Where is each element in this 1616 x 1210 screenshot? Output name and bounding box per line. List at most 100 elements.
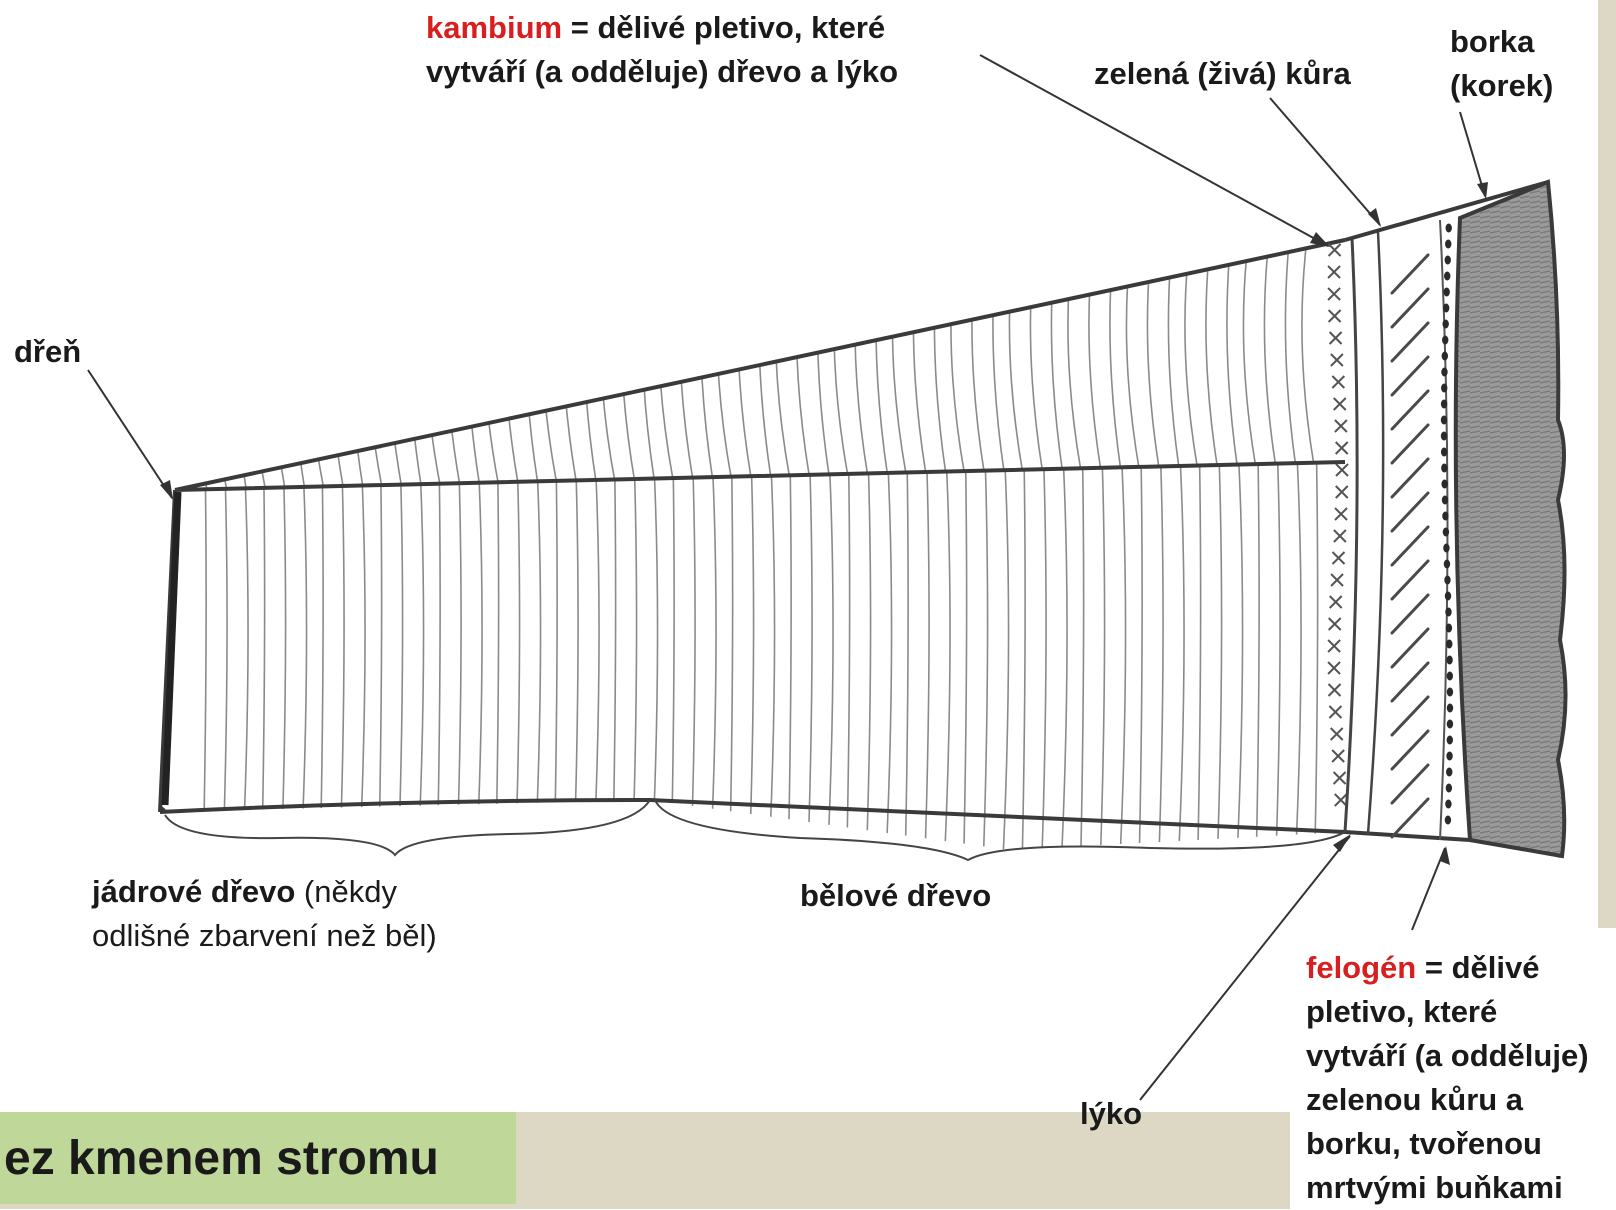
ring-line-lower (905, 455, 908, 870)
ring-line-lower (1022, 455, 1025, 870)
ring-line-lower (203, 455, 206, 870)
ring-line-lower (613, 455, 616, 870)
phellogen-dot (1446, 224, 1452, 233)
ring-line-lower (1295, 455, 1301, 870)
phellogen-dot (1445, 240, 1451, 249)
ring-line-upper (408, 180, 424, 500)
ring-line-upper (1009, 180, 1028, 500)
phellogen-dot (1447, 672, 1453, 681)
phellogen-dot (1446, 768, 1452, 777)
cortex-hatch-line (1392, 731, 1428, 769)
ring-line-upper (211, 180, 228, 500)
phellogen-dot (1441, 448, 1447, 457)
ring-line-upper (1126, 180, 1145, 500)
label-lyko: lýko (1080, 1092, 1142, 1136)
phellogen-dot (1443, 544, 1449, 553)
ring-line-lower (1139, 455, 1142, 870)
ring-line-lower (1217, 455, 1222, 870)
ring-line-lower (1159, 455, 1164, 870)
ring-line-lower (866, 455, 871, 870)
phellogen-dot (1447, 688, 1453, 697)
ring-line-lower (1256, 455, 1259, 870)
ring-line-lower (925, 455, 930, 870)
phellogen-dot (1441, 432, 1447, 441)
cortex-hatch-line (1392, 357, 1428, 395)
phellogen-dot (1442, 512, 1448, 521)
ring-line-upper (1110, 180, 1126, 500)
cambium-mark (1331, 354, 1343, 366)
arrowhead-borka (1477, 182, 1488, 199)
cambium-mark (1336, 486, 1348, 498)
ring-line-upper (658, 180, 677, 500)
ring-line-upper (600, 180, 619, 500)
ring-line-upper (1302, 180, 1321, 500)
phellogen-dot (1441, 464, 1447, 473)
cambium-mark (1329, 618, 1341, 630)
ring-line-upper (951, 180, 970, 500)
ring-line-lower (1276, 455, 1281, 870)
label-kambium: kambium = dělivé pletivo, které vytváří … (426, 6, 898, 94)
ring-line-upper (504, 180, 521, 500)
cortex-hatch-line (1392, 391, 1428, 429)
ring-line-upper (972, 180, 989, 500)
phellogen-dot (1446, 752, 1452, 761)
ring-line-lower (418, 455, 424, 870)
cambium-mark (1328, 684, 1340, 696)
cambium-line (1345, 238, 1357, 832)
ring-line-upper (834, 180, 853, 500)
ring-line-upper (562, 180, 579, 500)
kambium-term: kambium (426, 10, 562, 45)
ring-line-upper (1068, 180, 1087, 500)
ring-line-upper (1089, 180, 1106, 500)
ring-line-lower (1100, 455, 1105, 870)
label-borka: borka (korek) (1450, 20, 1553, 108)
phellogen-dot (1445, 256, 1451, 265)
phellogen-dot (1441, 400, 1447, 409)
cambium-mark (1328, 640, 1340, 652)
ring-line-upper (717, 180, 736, 500)
ring-line-lower (1081, 455, 1084, 870)
phellogen-dot (1443, 528, 1449, 537)
felogen-line-1: = dělivé (1416, 950, 1539, 985)
ring-line-upper (270, 180, 287, 500)
cambium-mark (1330, 332, 1342, 344)
phellogen-dot (1441, 384, 1447, 393)
ring-line-lower (340, 455, 345, 870)
phellogen-dot (1446, 784, 1452, 793)
ring-line-lower (749, 455, 754, 870)
cambium-mark (1335, 420, 1347, 432)
ring-line-lower (886, 455, 892, 870)
phellogen-dot (1444, 576, 1450, 585)
cambium-mark (1331, 728, 1343, 740)
ring-line-upper (700, 180, 716, 500)
ring-line-lower (1061, 455, 1067, 870)
ring-line-upper (424, 180, 443, 500)
ring-line-upper (483, 180, 502, 500)
kambium-desc-1: = dělivé pletivo, které (562, 10, 885, 45)
cortex-hatch-line (1392, 595, 1428, 633)
phellogen-dot (1441, 416, 1447, 425)
cambium-mark (1329, 310, 1341, 322)
phellogen-dot (1443, 288, 1449, 297)
cambium-mark (1335, 794, 1347, 806)
cambium-mark (1334, 398, 1346, 410)
label-dren: dřeň (14, 330, 81, 374)
ring-line-lower (730, 455, 733, 870)
phellogen-dot (1442, 496, 1448, 505)
cambium-mark (1332, 750, 1344, 762)
ring-line-upper (759, 180, 775, 500)
arrow-felogen (1412, 848, 1445, 930)
ring-line-lower (359, 455, 365, 870)
felogen-line-6: mrtvými buňkami (1306, 1170, 1563, 1205)
ring-line-upper (1147, 180, 1164, 500)
label-felogen: felogén = dělivé pletivo, které vytváří … (1306, 946, 1589, 1210)
ring-line-lower (320, 455, 323, 870)
ring-line-lower (1042, 455, 1047, 870)
cortex-hatch-line (1392, 289, 1428, 327)
cambium-mark (1332, 376, 1344, 388)
phellogen-dot (1442, 336, 1448, 345)
ring-line-lower (710, 455, 716, 870)
arrow-dren (88, 370, 172, 498)
ring-line-upper (934, 180, 950, 500)
ring-line-lower (379, 455, 382, 870)
